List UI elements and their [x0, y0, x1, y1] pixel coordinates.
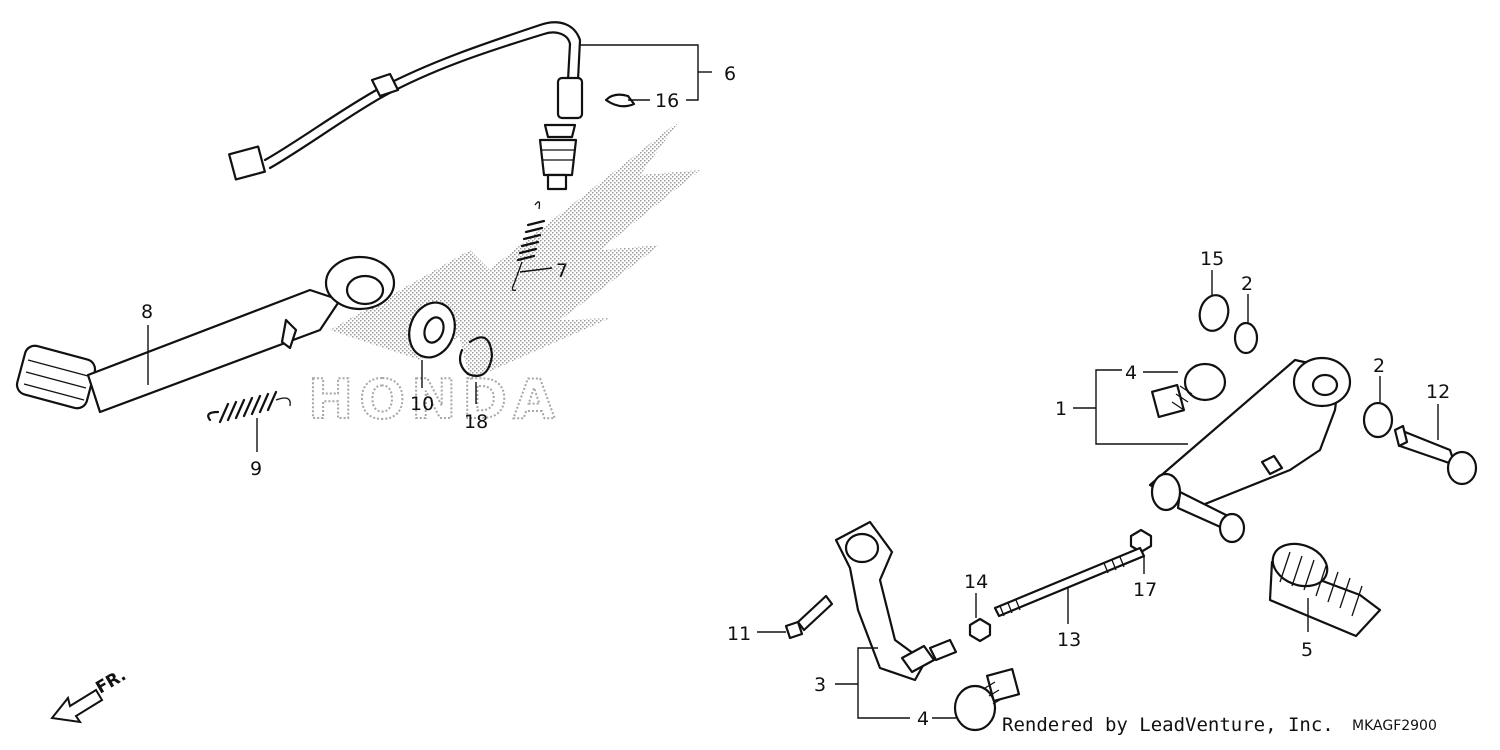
honda-watermark-text: HONDA	[308, 368, 561, 431]
callout-4a: 4	[1125, 362, 1137, 384]
callout-1: 1	[1055, 398, 1067, 420]
honda-wing-watermark	[330, 120, 700, 380]
tie-rod-part	[993, 546, 1146, 618]
diagram-code: MKAGF2900	[1352, 718, 1437, 734]
callout-17: 17	[1133, 579, 1157, 601]
callout-15: 15	[1200, 248, 1224, 270]
callout-9: 9	[250, 458, 262, 480]
callout-8: 8	[141, 301, 153, 323]
pedal-washer-part	[408, 301, 456, 359]
arm-bolt-part	[784, 594, 834, 640]
callout-3: 3	[814, 674, 826, 696]
leader-lines	[147, 44, 1439, 719]
callout-10: 10	[410, 393, 434, 415]
callout-4b: 4	[917, 708, 929, 730]
collar-part-2a	[1233, 321, 1259, 355]
callout-5: 5	[1301, 639, 1313, 661]
pedal-rubber-part	[1268, 542, 1382, 638]
stop-switch-harness-part	[228, 21, 584, 191]
change-pedal-arm-part	[1148, 356, 1352, 544]
callout-14: 14	[964, 571, 988, 593]
return-spring-part	[207, 390, 291, 424]
pivot-bolt-part	[1393, 424, 1478, 486]
callout-7: 7	[556, 260, 568, 282]
brake-pedal-part	[15, 255, 396, 414]
nut-part-17	[1129, 528, 1153, 554]
front-direction-arrow-icon: FR.	[50, 665, 130, 724]
callout-11: 11	[727, 623, 751, 645]
callout-16: 16	[655, 90, 679, 112]
callout-6: 6	[724, 63, 736, 85]
rod-joint-part-upper	[1150, 362, 1227, 419]
gearshift-arm-part	[834, 520, 958, 682]
callout-labels: 6 16 7 8 9 10 18 15 2 2 12 4 1 5 17 13 1…	[141, 63, 1450, 730]
circlip-part	[458, 336, 494, 377]
credit-text: Rendered by LeadVenture, Inc.	[1002, 714, 1334, 736]
callout-13: 13	[1057, 629, 1081, 651]
washer-part-15	[1198, 294, 1230, 332]
callout-2b: 2	[1373, 355, 1385, 377]
callout-12: 12	[1426, 381, 1450, 403]
stop-switch-spring-part	[511, 201, 546, 292]
callout-2a: 2	[1241, 273, 1253, 295]
collar-part-2b	[1362, 401, 1394, 439]
callout-18: 18	[464, 411, 488, 433]
nut-part-14	[968, 617, 992, 643]
rod-joint-part-lower	[953, 667, 1021, 732]
